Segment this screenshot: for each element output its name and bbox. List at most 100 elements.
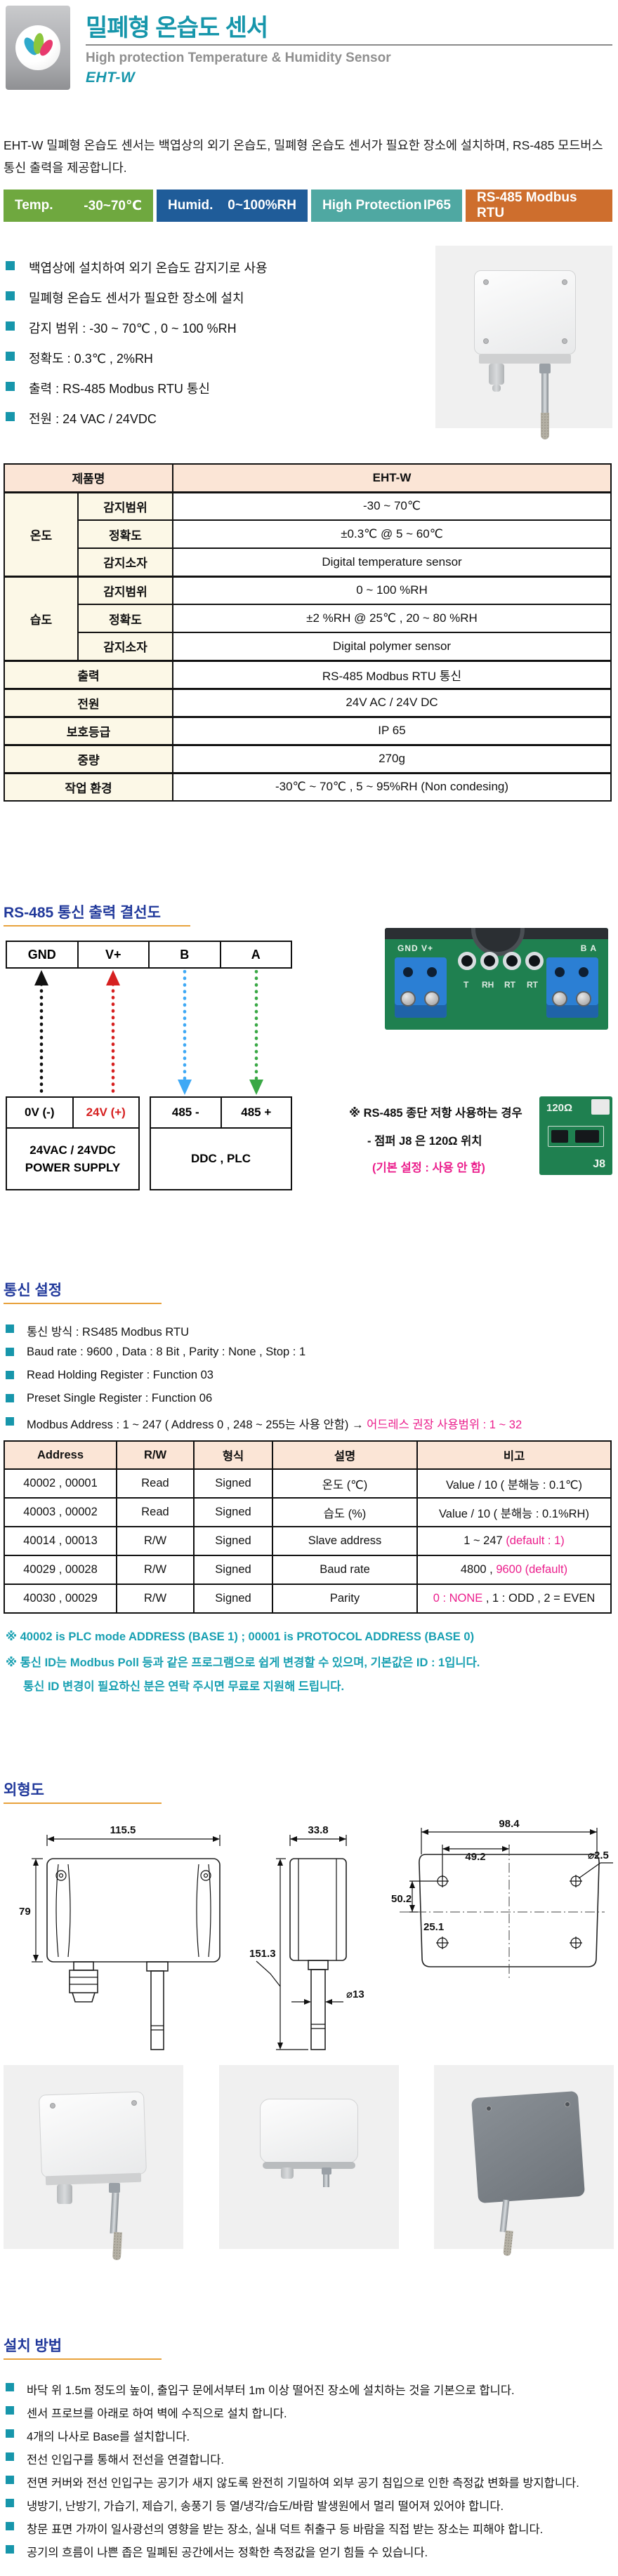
product-photo-front-low [219,2065,399,2249]
probe-nut [322,2167,331,2175]
badge-temp: Temp. -30~70℃ [4,190,153,222]
col-header: 설명 [272,1440,418,1470]
spec-row: 중량 270g [4,743,612,774]
pcb-mid-hole [503,952,521,970]
cell-desc: Parity [272,1584,418,1614]
install-item: 센서 프로브를 아래로 하여 벽에 수직으로 설치 합니다. [6,2404,287,2421]
note-highlight: (default : 1) [506,1534,565,1547]
spec-value: ±2 %RH @ 25℃ , 20 ~ 80 %RH [172,604,612,633]
comm-text: Preset Single Register : Function 06 [27,1392,213,1405]
terminal-hole [427,967,437,977]
cell-note: 1 ~ 247 (default : 1) [416,1526,612,1556]
cell-note: 4800 , 9600 (default) [416,1555,612,1585]
spec-value: RS-485 Modbus RTU 통신 [172,659,612,689]
cell-rw: R/W [116,1526,195,1556]
bullet-square-icon [6,2476,14,2484]
cell-format: Signed [193,1526,273,1556]
note-pre: Value / 10 ( 분해능 : 0.1℃) [446,1478,582,1492]
badge-protection-value: IP65 [423,198,451,213]
ddc-cell-485plus: 485 + [241,1106,272,1119]
intro-paragraph: EHT-W 밀폐형 온습도 센서는 백엽상의 외기 온습도, 밀폐형 온습도 센… [4,138,603,175]
screw-dot [562,338,567,344]
comm-item-modbus-address: Modbus Address : 1 ~ 247 ( Address 0 , 2… [6,1415,522,1432]
screw-dot [131,2100,137,2106]
pcb-mid-label: RT [527,980,538,990]
spec-label: 감지소자 [77,632,173,661]
spec-label: 보호등급 [4,715,173,745]
ddc-terminals-row: 485 - 485 + [151,1098,291,1129]
section-underline [4,1802,162,1804]
badge-modbus-label: RS-485 Modbus RTU [477,190,577,220]
spec-value: Digital polymer sensor [172,632,612,661]
terminal-screw [424,991,440,1007]
pcb-mid-hole [458,952,476,970]
terminal-hole [403,967,413,977]
spec-label: 전원 [4,687,173,717]
dim-rear-height: 50.2 [391,1893,412,1905]
power-cell-0v: 0V (-) [7,1098,74,1127]
spec-value: -30 ~ 70℃ [172,491,612,521]
badge-temp-label: Temp. [15,198,53,213]
bullet-square-icon [6,291,15,300]
comm-text: Modbus Address : 1 ~ 247 ( Address 0 , 2… [27,1415,522,1432]
install-text: 공기의 흐름이 나쁜 좁은 밀폐된 공간에서는 정확한 측정값을 얻기 힘들 수… [27,2547,428,2559]
spec-label: 제품명 [4,463,173,493]
spec-row: 정확도 ±2 %RH @ 25℃ , 20 ~ 80 %RH [4,604,612,633]
comm-item: 통신 방식 : RS485 Modbus RTU [6,1322,189,1339]
note-post: , 1 : ODD , 2 = EVEN [482,1592,596,1605]
install-item: 바닥 위 1.5m 정도의 높이, 출입구 문에서부터 1m 이상 떨어진 장소… [6,2381,515,2398]
terminal-a: A [251,947,261,962]
cell-rw: Read [116,1497,195,1527]
spec-value: -30℃ ~ 70℃ , 5 ~ 95%RH (Non condesing) [172,771,612,802]
power-terminals-row: 0V (-) 24V (+) [7,1098,138,1129]
ddc-plc-label: DDC , PLC [191,1152,251,1166]
sensor-housing [260,2099,358,2163]
feature-text: 백엽상에 설치하여 외기 온습도 감지기로 사용 [29,261,268,275]
screw-dot [565,2102,570,2107]
install-text: 전선 인입구를 통해서 전선을 연결합니다. [27,2454,224,2467]
cell-desc: 습도 (%) [272,1497,418,1527]
dimensions-section-title: 외형도 [4,1782,44,1798]
spec-table: 제품명 EHT-W 온도 감지범위 -30 ~ 70℃ 정확도 ±0.3℃ @ … [4,463,612,802]
screw-dot [486,2106,492,2111]
pcb-mid-label: RT [504,980,515,990]
bullet-square-icon [6,382,15,391]
screw-dot [483,338,489,344]
install-item: 공기의 흐름이 나쁜 좁은 밀폐된 공간에서는 정확한 측정값을 얻기 힘들 수… [6,2543,428,2560]
install-text: 전면 커버와 전선 인입구는 공기가 새지 않도록 완전히 기밀하여 외부 공기… [27,2477,579,2490]
terminal-hole [555,967,565,977]
feature-text: 출력 : RS-485 Modbus RTU 통신 [29,382,210,396]
spec-row: 정확도 ±0.3℃ @ 5 ~ 60℃ [4,519,612,549]
badge-temp-value: -30~70℃ [84,198,142,213]
sensor-base [479,354,571,364]
cell-address: 40029 , 00028 [4,1555,117,1585]
install-item: 냉방기, 난방기, 가습기, 제습기, 송풍기 등 열/냉각/습도/바람 발생원… [6,2497,504,2514]
terminal-screw [552,991,567,1007]
spec-value: EHT-W [172,463,612,493]
install-text: 4개의 나사로 Base를 설치합니다. [27,2431,190,2443]
jumper-cap [575,1130,599,1143]
dim-hole-offset: 25.1 [423,1921,444,1933]
terminal-strip: GND V+ B A [6,941,292,969]
spec-row: 출력 RS-485 Modbus RTU 통신 [4,659,612,689]
power-label-line2: POWER SUPPLY [25,1161,121,1174]
ddc-cell-485minus: 485 - [151,1098,222,1127]
spec-row: 보호등급 IP 65 [4,715,612,745]
j8-label: J8 [593,1158,605,1170]
terminal-block-right [546,957,598,1018]
cell-address: 40003 , 00002 [4,1497,117,1527]
cell-rw: R/W [116,1555,195,1585]
spec-label: 감지소자 [77,547,173,577]
col-header: Address [4,1440,117,1470]
dim-probe-length: 151.3 [249,1948,276,1960]
product-photo-angled [4,2065,183,2261]
probe-filter-tip [503,2230,513,2257]
modbus-address-highlight: 어드레스 권장 사용범위 : 1 ~ 32 [367,1419,522,1431]
product-photo-main [435,246,612,439]
terminal-gnd: GND [7,942,79,967]
spec-row: 온도 감지범위 -30 ~ 70℃ [4,491,612,577]
spec-label: 감지범위 [77,575,173,605]
dim-hole-span: 49.2 [465,1851,485,1863]
power-label-line1: 24VAC / 24VDC [29,1143,116,1157]
pcb-mid-label: RH [482,980,494,990]
